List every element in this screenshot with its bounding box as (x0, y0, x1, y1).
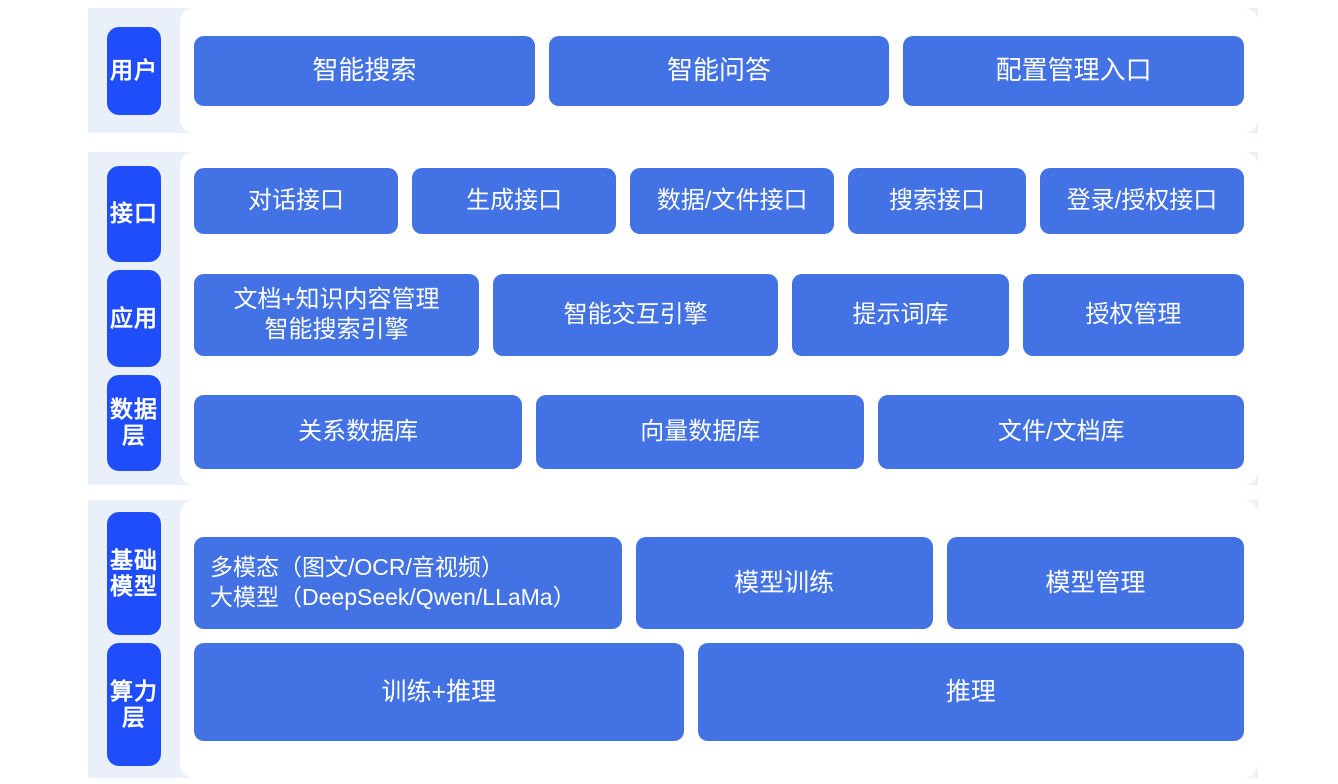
box-data-file-api[interactable]: 数据/文件接口 (630, 168, 835, 234)
box-config-management-entry[interactable]: 配置管理入口 (903, 35, 1245, 106)
box-dialog-api[interactable]: 对话接口 (194, 168, 399, 234)
box-relational-database[interactable]: 关系数据库 (194, 395, 523, 469)
layer-tab-data[interactable]: 数据层 (107, 374, 161, 471)
layer-tab-foundation-model[interactable]: 基础模型 (107, 512, 161, 635)
row-foundation-model: 多模态（图文/OCR/音视频） 大模型（DeepSeek/Qwen/LLaMa）… (194, 537, 1244, 629)
box-search-api[interactable]: 搜索接口 (848, 168, 1026, 234)
box-login-auth-api[interactable]: 登录/授权接口 (1039, 168, 1244, 234)
layer-label-column-platform: 接口 应用 数据层 (88, 152, 180, 485)
box-model-training[interactable]: 模型训练 (635, 537, 933, 629)
row-interface: 对话接口 生成接口 数据/文件接口 搜索接口 登录/授权接口 (194, 168, 1244, 234)
box-inference[interactable]: 推理 (697, 643, 1244, 741)
row-user-entries: 智能搜索 智能问答 配置管理入口 (194, 35, 1245, 106)
row-compute: 训练+推理 推理 (194, 643, 1244, 741)
box-smart-qa[interactable]: 智能问答 (548, 35, 890, 106)
layer-tab-user[interactable]: 用户 (107, 26, 161, 115)
layer-tab-compute[interactable]: 算力层 (107, 643, 161, 766)
section-infrastructure-layers: 基础模型 算力层 多模态（图文/OCR/音视频） 大模型（DeepSeek/Qw… (88, 500, 1258, 778)
row-data-stores: 关系数据库 向量数据库 文件/文档库 (194, 395, 1244, 469)
box-smart-interaction-engine[interactable]: 智能交互引擎 (493, 273, 779, 356)
box-model-management[interactable]: 模型管理 (946, 537, 1244, 629)
box-training-and-inference[interactable]: 训练+推理 (194, 643, 684, 741)
panel-platform: 对话接口 生成接口 数据/文件接口 搜索接口 登录/授权接口 文档+知识内容管理… (180, 152, 1258, 485)
section-platform-layers: 接口 应用 数据层 对话接口 生成接口 数据/文件接口 搜索接口 登录/授权接口… (88, 152, 1258, 485)
panel-user: 智能搜索 智能问答 配置管理入口 (180, 8, 1258, 133)
box-vector-database[interactable]: 向量数据库 (536, 395, 865, 469)
box-authorization-management[interactable]: 授权管理 (1022, 273, 1244, 356)
box-multimodal-large-model[interactable]: 多模态（图文/OCR/音视频） 大模型（DeepSeek/Qwen/LLaMa） (194, 537, 622, 629)
layer-tab-application[interactable]: 应用 (107, 270, 161, 367)
box-file-document-store[interactable]: 文件/文档库 (878, 395, 1244, 469)
layer-label-column-user: 用户 (88, 8, 180, 133)
box-prompt-library[interactable]: 提示词库 (792, 273, 1009, 356)
layer-label-column-infrastructure: 基础模型 算力层 (88, 500, 180, 778)
row-application: 文档+知识内容管理 智能搜索引擎 智能交互引擎 提示词库 授权管理 (194, 273, 1244, 356)
section-user-layer: 用户 智能搜索 智能问答 配置管理入口 (88, 8, 1258, 133)
layer-tab-interface[interactable]: 接口 (107, 166, 161, 263)
box-smart-search[interactable]: 智能搜索 (194, 35, 535, 106)
box-generation-api[interactable]: 生成接口 (412, 168, 617, 234)
box-document-knowledge-management[interactable]: 文档+知识内容管理 智能搜索引擎 (194, 273, 480, 356)
panel-infrastructure: 多模态（图文/OCR/音视频） 大模型（DeepSeek/Qwen/LLaMa）… (180, 500, 1258, 778)
